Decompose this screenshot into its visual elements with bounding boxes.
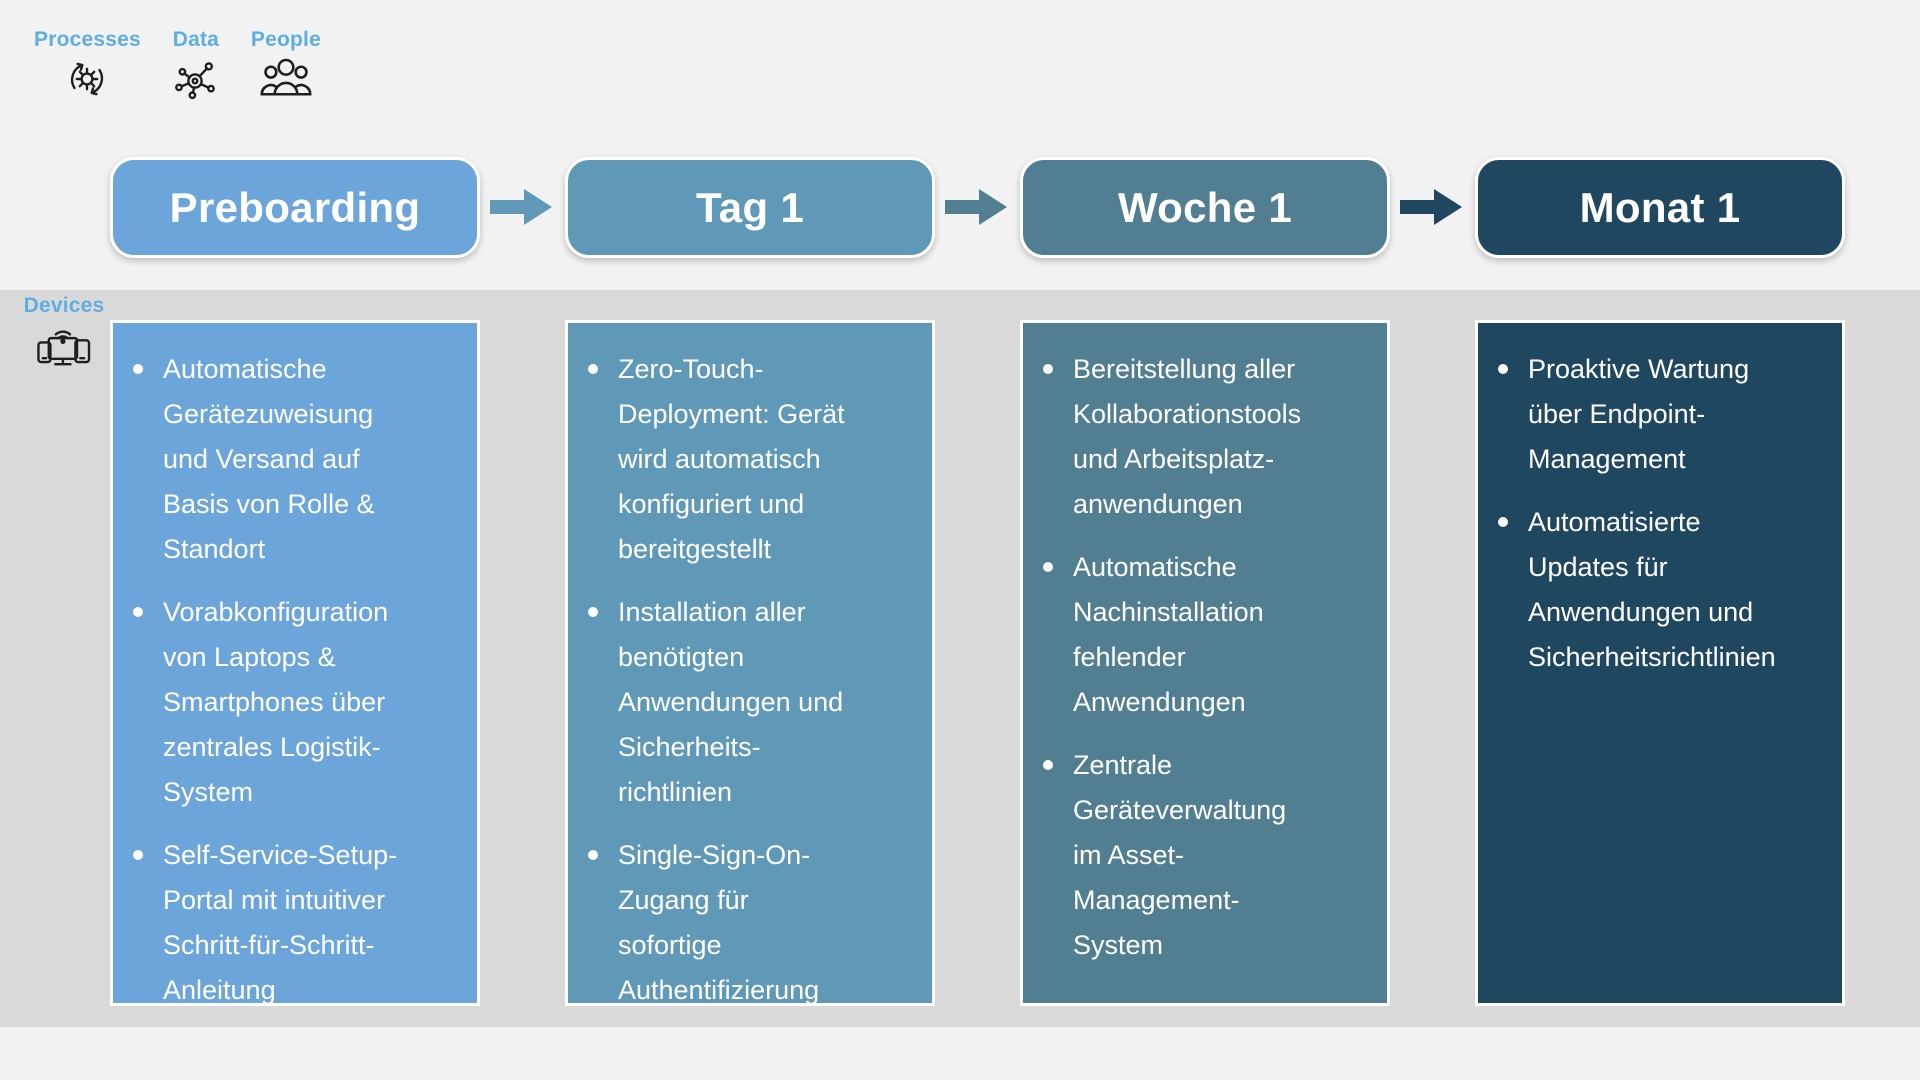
stage-title: Tag 1: [695, 183, 805, 231]
bullet-item: Automatisierte Updates für Anwendungen u…: [1498, 500, 1832, 680]
processes-cycle-icon: [71, 62, 104, 96]
bullet-dot: [1498, 517, 1508, 527]
bullet-dot: [133, 607, 143, 617]
stage-title: Woche 1: [1117, 183, 1293, 231]
bullet-dot: [588, 607, 598, 617]
bullet-dot: [588, 364, 598, 374]
bullet-item: Single-Sign-On- Zugang für sofortige Aut…: [588, 833, 922, 1013]
bullet-item: Automatische Gerätezuweisung und Versand…: [133, 347, 467, 572]
dimension-legend: Processes Data People: [34, 28, 321, 103]
stage-header-preboarding: Preboarding: [110, 157, 480, 258]
legend-item-data: Data: [171, 28, 221, 103]
bullet-dot: [1043, 562, 1053, 572]
devices-label: Devices: [23, 294, 105, 317]
devices-icon: [37, 330, 91, 366]
bullet-item: Zero-Touch- Deployment: Gerät wird autom…: [588, 347, 922, 572]
bullet-item: Self-Service-Setup- Portal mit intuitive…: [133, 833, 467, 1013]
bullet-list: Bereitstellung aller Kollaborationstools…: [1043, 347, 1377, 968]
devices-row-label: Devices: [14, 294, 114, 374]
stage-column-woche-1: Bereitstellung aller Kollaborationstools…: [1020, 320, 1390, 1006]
bullet-dot: [1043, 364, 1053, 374]
bullet-item: Zentrale Geräteverwaltung im Asset- Mana…: [1043, 743, 1377, 968]
people-icon: [260, 58, 312, 96]
bullet-dot: [133, 364, 143, 374]
arrow-right-icon: [945, 189, 1007, 225]
legend-label: People: [250, 28, 321, 51]
bullet-item: Automatische Nachinstallation fehlender …: [1043, 545, 1377, 725]
bullet-list: Automatische Gerätezuweisung und Versand…: [133, 347, 467, 1013]
stage-column-preboarding: Automatische Gerätezuweisung und Versand…: [110, 320, 480, 1006]
legend-label: Processes: [34, 28, 141, 51]
stage-column-tag-1: Zero-Touch- Deployment: Gerät wird autom…: [565, 320, 935, 1006]
stage-title: Preboarding: [169, 183, 421, 231]
bullet-dot: [1498, 364, 1508, 374]
data-network-icon: [174, 62, 215, 100]
stage-header-tag-1: Tag 1: [565, 157, 935, 258]
stage-header-woche-1: Woche 1: [1020, 157, 1390, 258]
legend-item-people: People: [251, 28, 321, 103]
stage-title: Monat 1: [1579, 183, 1741, 231]
bullet-list: Proaktive Wartung über Endpoint- Managem…: [1498, 347, 1832, 680]
legend-item-processes: Processes: [34, 28, 141, 103]
bullet-dot: [588, 850, 598, 860]
bullet-item: Installation aller benötigten Anwendunge…: [588, 590, 922, 815]
bullet-item: Proaktive Wartung über Endpoint- Managem…: [1498, 347, 1832, 482]
stage-column-monat-1: Proaktive Wartung über Endpoint- Managem…: [1475, 320, 1845, 1006]
bullet-dot: [133, 850, 143, 860]
arrow-right-icon: [1400, 189, 1462, 225]
stage-header-monat-1: Monat 1: [1475, 157, 1845, 258]
bullet-dot: [1043, 760, 1053, 770]
bullet-item: Bereitstellung aller Kollaborationstools…: [1043, 347, 1377, 527]
arrow-right-icon: [490, 189, 552, 225]
legend-label: Data: [172, 28, 220, 51]
bullet-item: Vorabkonfiguration von Laptops & Smartph…: [133, 590, 467, 815]
bullet-list: Zero-Touch- Deployment: Gerät wird autom…: [588, 347, 922, 1013]
